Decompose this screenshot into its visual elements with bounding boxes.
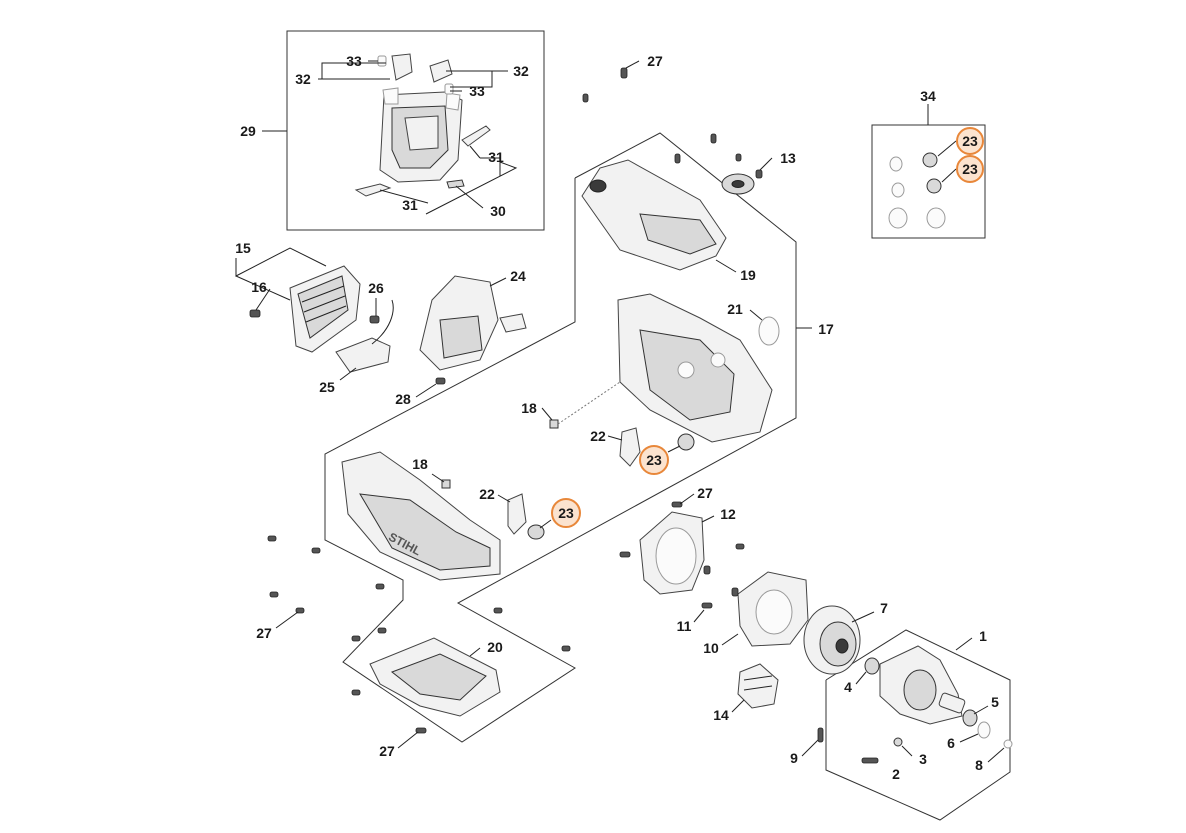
- handle-housing-part: [379, 87, 463, 183]
- callout-7: 7: [880, 600, 888, 616]
- callout-18-lower: 18: [412, 456, 428, 472]
- gasket-part-21: [758, 316, 780, 346]
- callout-17: 17: [818, 321, 834, 337]
- screw-16: [249, 309, 261, 318]
- callout-16: 16: [251, 279, 267, 295]
- nut-part-18-lower: [441, 479, 451, 489]
- seal-part-4: [864, 657, 880, 675]
- callout-5: 5: [991, 694, 999, 710]
- screw-set-27: [267, 67, 763, 734]
- callout-22-lower: 22: [479, 486, 495, 502]
- callout-33-left: 33: [346, 53, 362, 69]
- callout-1: 1: [979, 628, 987, 644]
- flywheel-part-7: [803, 605, 861, 675]
- callout-15: 15: [235, 240, 251, 256]
- leader-lines: [235, 60, 1005, 763]
- bracket-part-22-upper: [619, 427, 641, 467]
- screw-9: [817, 727, 824, 743]
- callout-27-top: 27: [647, 53, 663, 69]
- crankcase-part: [617, 293, 773, 443]
- screw-26: [369, 315, 380, 324]
- callout-2: 2: [892, 766, 900, 782]
- callout-31-right: 31: [488, 149, 504, 165]
- group-frame-1: [825, 629, 1011, 821]
- wire-part-25: [335, 299, 394, 373]
- callout-3: 3: [919, 751, 927, 767]
- callout-32-right: 32: [513, 63, 529, 79]
- callout-27-mid: 27: [697, 485, 713, 501]
- buffer-part-23-upper: [677, 433, 695, 451]
- callout-10: 10: [703, 640, 719, 656]
- callout-12: 12: [720, 506, 736, 522]
- fan-housing-part-12: [639, 511, 705, 595]
- callout-9: 9: [790, 750, 798, 766]
- highlight-circle-23-second[interactable]: 23: [956, 155, 984, 183]
- guide-dash-18-upper: [557, 381, 621, 425]
- callout-23-a: 23: [962, 133, 978, 149]
- callout-11: 11: [677, 618, 692, 634]
- callout-34: 34: [920, 88, 936, 104]
- rear-handle-housing-part: STIHL: [341, 451, 501, 581]
- callout-26: 26: [368, 280, 384, 296]
- ring-part-6: [977, 721, 991, 739]
- lever-part-31: [354, 125, 491, 197]
- highlight-circle-23-mid[interactable]: 23: [639, 445, 669, 475]
- callout-23-d: 23: [558, 505, 574, 521]
- screw-2: [861, 757, 879, 764]
- callout-33-right: 33: [469, 83, 485, 99]
- callout-24: 24: [510, 268, 526, 284]
- callout-32-left: 32: [295, 71, 311, 87]
- clip-part-top: [377, 53, 454, 95]
- callout-labels: 29 32 33 32 33 31 31 30 15 16 26 24 25 2…: [235, 53, 999, 782]
- part-3: [893, 737, 903, 747]
- buffer-part-23-lower: [527, 524, 545, 540]
- callout-14: 14: [713, 707, 729, 723]
- callout-27-left: 27: [256, 625, 272, 641]
- callout-13: 13: [780, 150, 796, 166]
- bracket-part-22-lower: [507, 493, 527, 535]
- boot-part-14: [737, 663, 779, 709]
- filter-cover-part: [289, 265, 361, 353]
- seal-part-5: [962, 709, 978, 727]
- callout-23-b: 23: [962, 161, 978, 177]
- callout-8: 8: [975, 757, 983, 773]
- callout-6: 6: [947, 735, 955, 751]
- cover-part-20: [369, 637, 501, 717]
- top-cover-part-19: [581, 159, 727, 271]
- callout-20: 20: [487, 639, 503, 655]
- callout-27-bottom: 27: [379, 743, 395, 759]
- callout-22-upper: 22: [590, 428, 606, 444]
- carrier-part-24: [419, 275, 527, 371]
- callout-31-left: 31: [402, 197, 418, 213]
- buffer-kit-part: [888, 152, 946, 229]
- screw-11: [701, 602, 713, 609]
- nut-part-18-upper: [549, 419, 559, 429]
- callout-18-upper: 18: [521, 400, 537, 416]
- seal-part-13: [721, 173, 755, 195]
- group-frame-17: [324, 132, 797, 743]
- callout-30: 30: [490, 203, 506, 219]
- callout-29: 29: [240, 123, 256, 139]
- callout-23-c: 23: [646, 452, 662, 468]
- callout-4: 4: [844, 679, 852, 695]
- highlight-circle-23-low[interactable]: 23: [551, 498, 581, 528]
- callout-25: 25: [319, 379, 335, 395]
- callout-21: 21: [727, 301, 743, 317]
- callout-19: 19: [740, 267, 756, 283]
- ignition-housing-part-10: [737, 571, 809, 647]
- highlight-circle-23-top[interactable]: 23: [956, 127, 984, 155]
- callout-28: 28: [395, 391, 411, 407]
- screw-28: [435, 377, 446, 385]
- washer-part-8: [1003, 739, 1013, 749]
- crankshaft-part-1: [879, 645, 966, 725]
